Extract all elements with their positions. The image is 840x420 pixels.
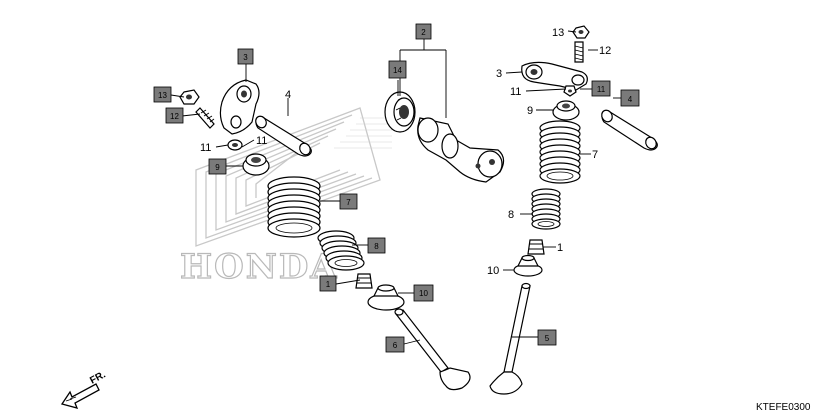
valve-cotter-right	[527, 239, 545, 255]
callout-11-right: 11	[510, 86, 521, 98]
callout-box-4: 4	[620, 89, 640, 107]
brand-watermark-text: HONDA	[180, 247, 339, 287]
diagram-code: KTEFE0300	[756, 402, 811, 413]
rocker-shaft-right	[601, 109, 658, 151]
callout-box-11-label: 11	[597, 85, 606, 94]
callout-box-9-label: 9	[215, 163, 220, 172]
callout-box-11: 11	[591, 80, 611, 97]
brand-wing-watermark: HONDA	[179, 107, 392, 288]
valve-cotter-left	[355, 273, 373, 289]
spring-retainer-right	[552, 100, 580, 121]
leader-lines	[170, 30, 621, 345]
callout-box-4-label: 4	[628, 95, 633, 104]
front-direction-arrow: FR.	[60, 369, 108, 409]
adjusting-screw-right	[574, 41, 584, 63]
spring-retainer-left	[242, 153, 270, 176]
camshaft-bearing	[384, 91, 416, 133]
callout-box-7-label: 7	[346, 198, 351, 207]
callout-10-right: 10	[487, 265, 499, 277]
clip-left	[227, 139, 243, 151]
callout-box-8: 8	[367, 237, 386, 254]
callout-11-left-b: 11	[256, 135, 267, 147]
callout-11-left-a: 11	[200, 142, 211, 154]
inner-valve-spring-left	[317, 230, 365, 271]
callout-box-10: 10	[413, 284, 434, 302]
lock-nut-right	[572, 25, 590, 39]
callout-3-right: 3	[496, 68, 502, 80]
callout-box-7: 7	[339, 193, 358, 210]
callout-box-10-label: 10	[419, 289, 428, 298]
callout-box-3-label: 3	[243, 53, 248, 62]
rocker-arm-left	[219, 79, 260, 135]
callout-box-14: 14	[388, 60, 407, 79]
callout-box-2-label: 2	[421, 28, 426, 37]
valve-stem-seal-left	[367, 284, 405, 311]
callout-7-right: 7	[592, 149, 598, 161]
callout-box-3: 3	[237, 48, 254, 65]
callout-box-12-label: 12	[170, 112, 179, 121]
callout-box-1: 1	[319, 275, 337, 292]
valve-left	[394, 308, 471, 391]
callout-box-9: 9	[208, 158, 227, 175]
callout-box-1-label: 1	[326, 280, 331, 289]
callout-box-6: 6	[385, 336, 405, 353]
adjusting-screw-left	[195, 107, 215, 129]
callout-box-2: 2	[415, 23, 432, 40]
callout-box-8-label: 8	[374, 242, 379, 251]
outer-valve-spring-right	[539, 120, 581, 184]
clip-right	[563, 85, 577, 97]
callout-13-right: 13	[552, 27, 564, 39]
callout-8-right: 8	[508, 209, 514, 221]
camshaft	[417, 117, 505, 183]
valve-stem-seal-right	[513, 254, 543, 277]
front-direction-label: FR.	[88, 369, 108, 386]
callout-box-5: 5	[537, 329, 557, 346]
callout-box-13: 13	[153, 86, 172, 103]
inner-valve-spring-right	[531, 188, 561, 230]
valve-right	[489, 282, 531, 395]
rocker-arm-right	[521, 61, 588, 91]
callout-box-12: 12	[165, 107, 184, 124]
callout-box-13-label: 13	[158, 91, 167, 100]
lock-nut-left	[179, 89, 200, 105]
callout-box-6-label: 6	[393, 341, 398, 350]
callout-12-right: 12	[599, 45, 611, 57]
rocker-shaft-left	[255, 115, 312, 157]
callout-1-right: 1	[557, 242, 563, 254]
callout-4-left: 4	[285, 89, 291, 101]
outer-valve-spring-left	[267, 176, 321, 238]
callout-box-14-label: 14	[393, 66, 402, 75]
callout-box-5-label: 5	[545, 334, 550, 343]
callout-9-right: 9	[527, 105, 533, 117]
